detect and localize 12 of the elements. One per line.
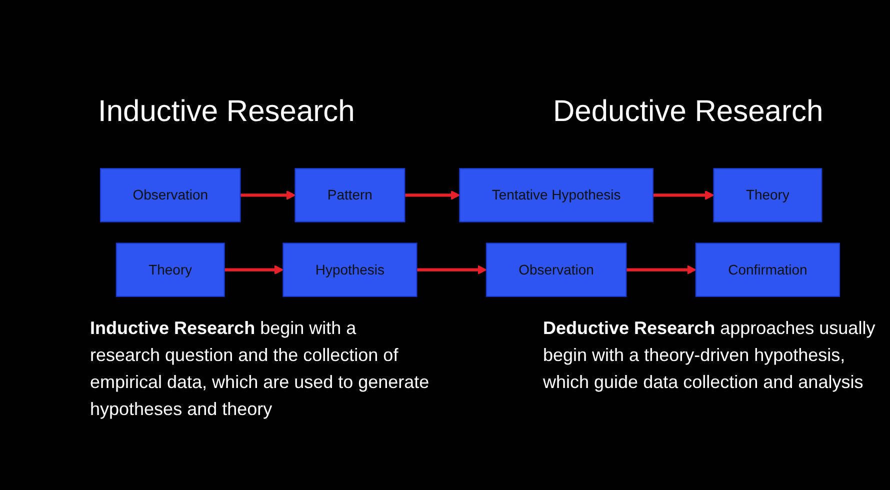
description-text: Inductive Research begin with a research question and the collection of empirical data, which are used to generate hypotheses and theory [90, 317, 430, 421]
step-box: Tentative Hypothesis [459, 168, 654, 222]
step-box: Hypothesis [282, 242, 418, 297]
heading: Deductive Research [553, 95, 824, 129]
step-box: Pattern [294, 168, 406, 222]
heading: Inductive Research [98, 95, 355, 129]
step-box: Observation [100, 168, 241, 222]
step-box: Observation [486, 242, 627, 297]
step-box: Confirmation [695, 242, 840, 297]
description-text: Deductive Research approaches usually begin with a theory-driven hypothesis, which guide data collection and analysis [543, 317, 876, 394]
step-box: Theory [713, 168, 822, 222]
step-box: Theory [116, 242, 225, 297]
